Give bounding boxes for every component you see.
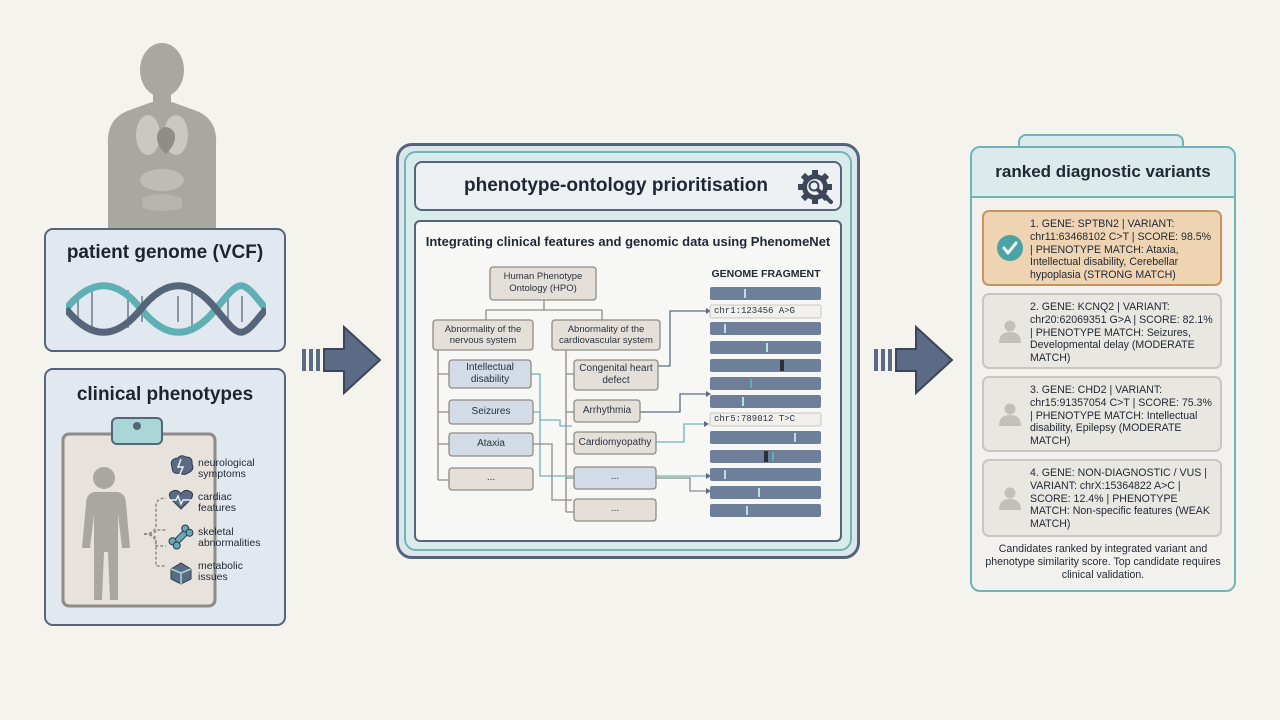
hpo-term-seizures: [448, 399, 534, 425]
dna-helix-icon: [66, 282, 266, 336]
ranking-footnote: Candidates ranked by integrated variant …: [985, 543, 1221, 581]
hpo-branch-nervous-label: Abnormality of the nervous system: [444, 324, 522, 346]
hpo-term-congenital-label: Congenital heart defect: [579, 363, 653, 386]
phenotype-label-neurological: neurological symptoms: [198, 457, 255, 480]
clinical-phenotypes-title: clinical phenotypes: [76, 384, 254, 405]
hpo-term-ataxia: [448, 432, 534, 457]
prioritisation-header: phenotype-ontology prioritisation: [414, 161, 842, 211]
hpo-term-arrhythmia: [573, 399, 641, 423]
genome-fragment-bars: [709, 287, 822, 517]
patient-genome-panel: patient genome (VCF): [44, 228, 286, 352]
hpo-branch-nervous: [432, 319, 534, 351]
hpo-term-ellipsis-cardio-2-label: ...: [610, 503, 620, 514]
hpo-branch-cardio: [551, 319, 661, 351]
patient-genome-title: patient genome (VCF): [66, 242, 264, 263]
hpo-term-intellectual: [448, 359, 532, 389]
candidate-text-3: 3. GENE: CHD2 | VARIANT: chr15:91357054 …: [1030, 384, 1212, 448]
hpo-term-intellectual-label: Intellectual disability: [466, 362, 514, 385]
person-icon: [999, 403, 1021, 426]
candidate-card-3[interactable]: 3. GENE: CHD2 | VARIANT: chr15:91357054 …: [982, 376, 1222, 452]
hpo-root-label: Human Phenotype Ontology (HPO): [503, 271, 583, 294]
candidate-card-1[interactable]: 1. GENE: SPTBN2 | VARIANT: chr11:6346810…: [982, 210, 1222, 286]
molecule-icon: [170, 562, 192, 585]
hpo-term-seizures-label: Seizures: [471, 406, 511, 417]
heart-icon: [168, 489, 194, 510]
candidate-card-2[interactable]: 2. GENE: KCNQ2 | VARIANT: chr20:62069351…: [982, 293, 1222, 369]
person-icon: [999, 487, 1021, 510]
hpo-root-node: [489, 266, 597, 301]
check-icon: [997, 235, 1023, 261]
variant-label-2: chr5:789012 T>C: [714, 414, 796, 424]
prioritisation-title: phenotype-ontology prioritisation: [464, 175, 768, 196]
candidate-card-4[interactable]: 4. GENE: NON-DIAGNOSTIC / VUS | VARIANT:…: [982, 459, 1222, 537]
hpo-term-arrhythmia-label: Arrhythmia: [582, 405, 632, 416]
bone-icon: [168, 524, 194, 550]
phenotype-label-cardiac: cardiac features: [198, 491, 236, 514]
hpo-term-congenital: [573, 359, 659, 391]
hpo-term-ellipsis-cardio-2: [573, 498, 657, 522]
flow-arrow-left: [302, 324, 382, 396]
genome-fragment-title: GENOME FRAGMENT: [711, 268, 821, 280]
hpo-term-cardiomyopathy: [573, 431, 657, 455]
hpo-term-ataxia-label: Ataxia: [477, 438, 505, 449]
hpo-branch-cardio-label: Abnormality of the cardiovascular system: [559, 324, 653, 346]
candidate-text-1: 1. GENE: SPTBN2 | VARIANT: chr11:6346810…: [1030, 218, 1212, 282]
flow-arrow-right: [874, 324, 954, 396]
candidate-text-2: 2. GENE: KCNQ2 | VARIANT: chr20:62069351…: [1030, 301, 1213, 365]
gear-search-icon: [798, 170, 833, 204]
candidate-text-4: 4. GENE: NON-DIAGNOSTIC / VUS | VARIANT:…: [1030, 467, 1210, 531]
brain-icon: [170, 455, 194, 475]
clipboard-icon: [61, 417, 217, 608]
human-body-illustration: [107, 43, 217, 232]
hpo-term-ellipsis-nervous: [448, 467, 534, 491]
hpo-term-ellipsis-nervous-label: ...: [486, 472, 496, 483]
ranked-variants-title: ranked diagnostic variants: [995, 162, 1211, 181]
ranked-variants-header: ranked diagnostic variants: [972, 148, 1234, 198]
hpo-term-cardiomyopathy-label: Cardiomyopathy: [578, 437, 652, 448]
integration-subtitle: Integrating clinical features and genomi…: [425, 234, 831, 249]
hpo-term-ellipsis-cardio-1: [573, 466, 657, 490]
person-icon: [999, 320, 1021, 343]
variant-label-1: chr1:123456 A>G: [714, 306, 796, 316]
hpo-term-ellipsis-cardio-1-label: ...: [610, 471, 620, 482]
phenotype-label-skeletal: skeletal abnormalities: [198, 526, 261, 549]
phenotype-label-metabolic: metabolic issues: [198, 560, 243, 583]
